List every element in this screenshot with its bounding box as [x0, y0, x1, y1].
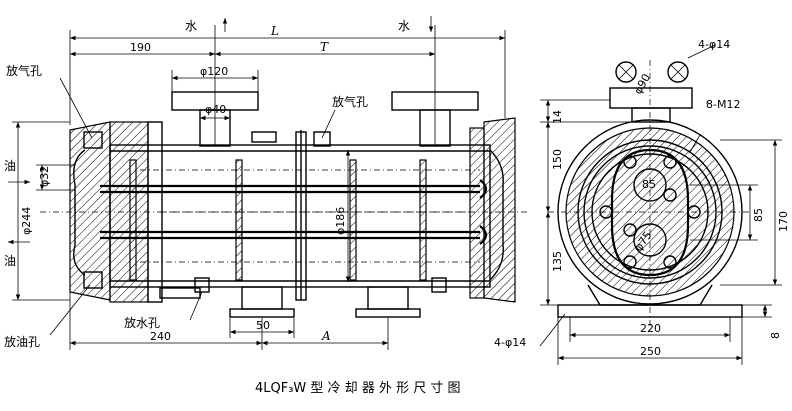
- dim-phi40: φ40: [205, 103, 226, 116]
- dim-phi244: φ244: [20, 207, 33, 235]
- end-view: [548, 60, 752, 330]
- label-vent-mid: 放气孔: [332, 94, 368, 109]
- dim-T: T: [320, 40, 329, 54]
- label-water-outlet: 水: [398, 19, 410, 33]
- dim-14: 14: [551, 110, 564, 124]
- dim-170: 170: [777, 211, 790, 232]
- dim-85-inner: 85: [642, 178, 656, 191]
- dim-85: 85: [752, 208, 765, 222]
- drawing-caption: 4LQF₃W 型 冷 却 器 外 形 尺 寸 图: [255, 381, 460, 396]
- dim-8: 8: [769, 332, 782, 339]
- dim-250: 250: [640, 345, 661, 358]
- label-water-drain: 放水孔: [124, 315, 160, 330]
- dim-A: A: [321, 329, 331, 343]
- dim-holes-top: 4-φ14: [698, 38, 730, 51]
- label-oil-drain: 放油孔: [4, 334, 40, 349]
- dim-220: 220: [640, 322, 661, 335]
- label-vent-left: 放气孔: [6, 63, 42, 78]
- label-oil-outlet: 油: [4, 254, 16, 268]
- dim-phi32: φ32: [38, 166, 51, 187]
- dim-8-m12: 8-M12: [706, 98, 740, 111]
- dim-135: 135: [551, 251, 564, 272]
- end-view-dimensions: [539, 44, 782, 365]
- label-oil-inlet: 油: [4, 159, 16, 173]
- dim-190: 190: [130, 41, 151, 54]
- label-water-inlet: 水: [185, 19, 197, 33]
- front-view-dimensions: [8, 16, 506, 350]
- dim-phi186: φ186: [334, 207, 347, 235]
- front-view: [40, 91, 530, 318]
- dim-holes-bottom: 4-φ14: [494, 336, 526, 349]
- front-view-labels: 水 水 L 190 T φ120 φ40 放气孔 放气孔 油 油 φ32 φ24…: [4, 19, 410, 349]
- dim-240: 240: [150, 330, 171, 343]
- dim-L: L: [270, 24, 279, 38]
- dim-50: 50: [256, 319, 270, 332]
- dim-phi120: φ120: [200, 65, 228, 78]
- dim-150: 150: [551, 149, 564, 170]
